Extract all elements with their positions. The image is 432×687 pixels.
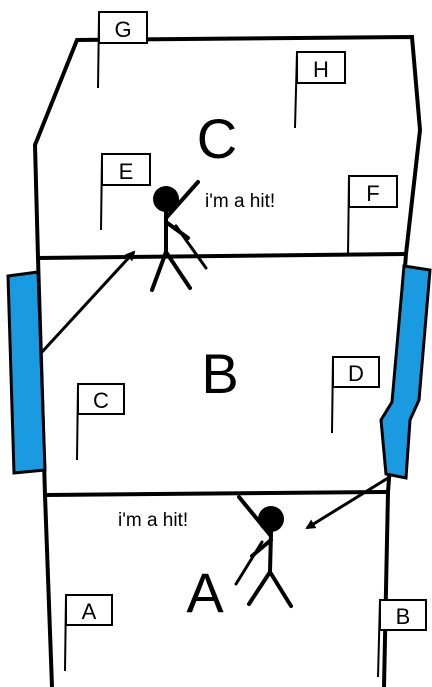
zone-a-right-side [384, 492, 388, 687]
flag-d: D [332, 357, 379, 433]
flag-f: F [348, 176, 397, 256]
flag-e: E [101, 154, 150, 230]
flag-h-label: H [313, 57, 329, 82]
upper-hit-caption: i'm a hit! [205, 191, 275, 212]
flag-a-label: A [82, 599, 97, 624]
shot-arrow-lower [307, 478, 388, 528]
divider-c-b [38, 254, 406, 258]
lower-stick-figure [236, 497, 291, 606]
flag-b-label: B [396, 604, 411, 629]
zone-b-label: B [201, 342, 238, 405]
zone-c-label: C [197, 107, 237, 170]
flag-e-label: E [119, 159, 134, 184]
lower-figure-head [258, 506, 284, 532]
flag-f-label: F [366, 181, 379, 206]
zone-a-label: A [186, 561, 224, 624]
zone-a-left-side [45, 495, 52, 687]
divider-b-a [45, 492, 388, 495]
flag-c-label: C [93, 388, 109, 413]
flag-d-label: D [348, 361, 364, 386]
lower-hit-caption: i'm a hit! [118, 510, 188, 531]
flag-g-label: G [114, 17, 131, 42]
upper-stick-figure [152, 182, 206, 290]
flag-c: C [77, 384, 124, 460]
left-side-panel [8, 272, 45, 473]
flag-g: G [98, 12, 147, 88]
flag-h: H [295, 52, 345, 128]
shot-arrow-upper [42, 252, 134, 352]
right-side-panel [381, 266, 430, 478]
flag-a: A [65, 595, 112, 671]
